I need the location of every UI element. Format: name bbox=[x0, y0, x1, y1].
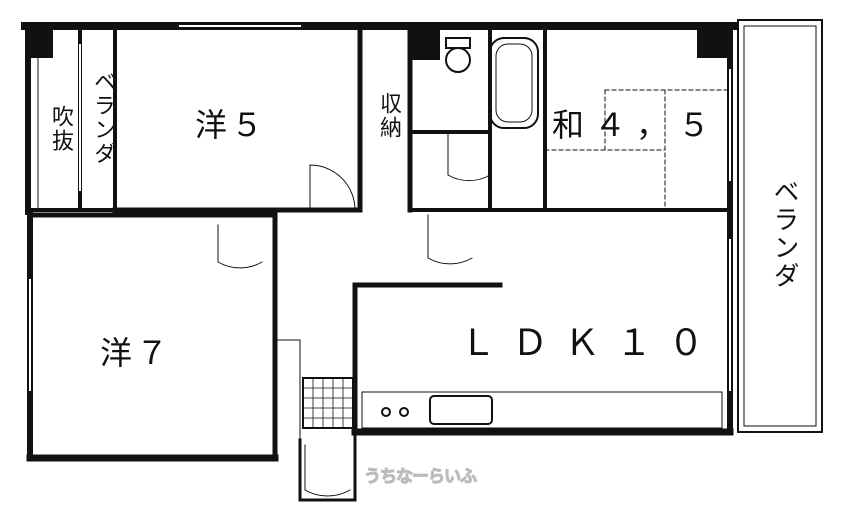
room-label-western-5: 洋５ bbox=[195, 106, 268, 144]
toilet bbox=[445, 47, 471, 73]
veranda-right bbox=[737, 19, 823, 433]
room-label-japanese: 和４，５ bbox=[552, 106, 721, 144]
stove-burner bbox=[381, 407, 391, 417]
stove-burner bbox=[399, 407, 409, 417]
room-label-storage: 収納 bbox=[376, 92, 401, 140]
kitchen-counter bbox=[361, 391, 723, 429]
room-label-ldk: ＬＤＫ１０ bbox=[460, 323, 721, 364]
bathtub bbox=[489, 37, 539, 129]
room-label-veranda-right: ベランダ bbox=[769, 178, 799, 290]
sink bbox=[429, 395, 493, 425]
door-swing bbox=[309, 164, 356, 211]
watermark: うちなーらいふ bbox=[364, 467, 478, 488]
room-label-western-7: 洋７ bbox=[100, 334, 173, 372]
room-label-void: 吹抜 bbox=[48, 105, 73, 153]
shoe-storage bbox=[302, 377, 354, 429]
room-label-veranda-left: ベランダ bbox=[90, 70, 115, 166]
